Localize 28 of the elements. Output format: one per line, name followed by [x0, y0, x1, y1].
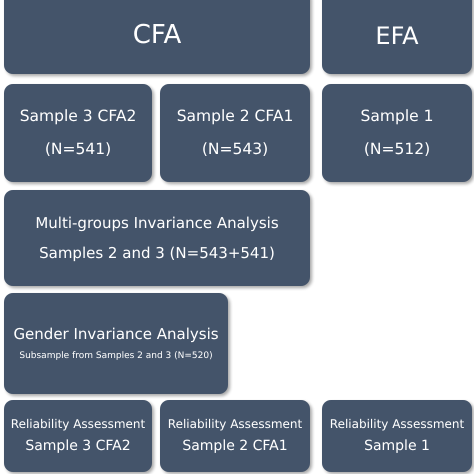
box-heading: Reliability Assessment [330, 417, 464, 432]
process-box [4, 293, 228, 394]
box-heading: Sample 1 [360, 107, 434, 126]
box-subtext: Samples 2 and 3 (N=543+541) [39, 244, 275, 262]
box-subtext: Sample 1 [364, 438, 430, 455]
box-heading: Reliability Assessment [10, 417, 146, 432]
box-subtext: (N=512) [364, 140, 430, 159]
process-box [322, 400, 472, 472]
box-subtext: (N=541) [44, 140, 112, 159]
box-heading: CFA [132, 20, 182, 52]
box-heading: Reliability Assessment [168, 417, 302, 432]
box-subtext: (N=543) [202, 140, 268, 159]
box-heading: EFA [375, 22, 419, 50]
process-box [322, 0, 472, 74]
box-subtext: Subsample from Samples 2 and 3 (N=520) [19, 351, 213, 362]
box-heading: Sample 3 CFA2 [20, 107, 136, 126]
box-heading: Sample 2 CFA1 [176, 107, 294, 126]
process-box [160, 400, 310, 472]
process-box [322, 84, 472, 182]
box-subtext: Sample 2 CFA1 [182, 438, 288, 455]
process-box [160, 84, 310, 182]
process-box [4, 0, 310, 74]
box-subtext: Sample 3 CFA2 [25, 438, 131, 455]
box-heading: Multi-groups Invariance Analysis [35, 214, 279, 232]
process-box [4, 84, 152, 182]
process-box [4, 400, 152, 472]
process-box [4, 190, 310, 286]
box-heading: Gender Invariance Analysis [13, 325, 219, 344]
